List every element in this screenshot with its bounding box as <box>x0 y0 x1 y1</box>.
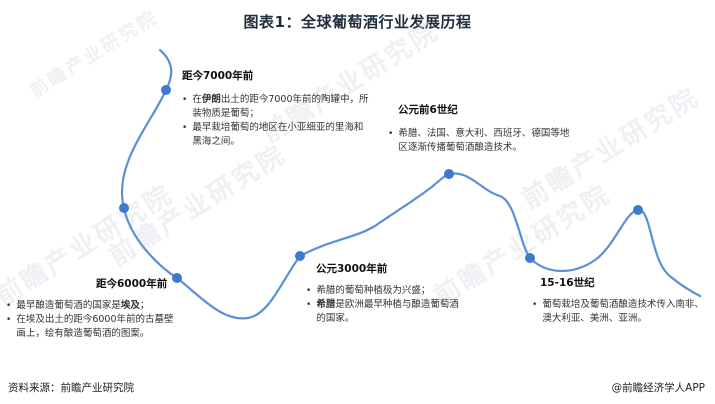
item-text: 葡萄栽培及葡萄酒酿造技术传入南非、澳大利亚、美洲、亚洲。 <box>542 299 704 324</box>
bullet-icon: • <box>388 129 394 139</box>
milestone-label: 15-16世纪 <box>540 277 595 289</box>
item-text: 在埃及出土的距今6000年前的古墓壁画上，绘有酿造葡萄酒的图案。 <box>16 314 174 339</box>
item-text: 希腊、法国、意大利、西班牙、德国等地区逐渐传播葡萄酒酿造技术。 <box>398 128 570 153</box>
timeline-node <box>295 251 305 261</box>
timeline-node <box>172 273 182 283</box>
bullet-icon: • <box>182 95 188 105</box>
milestone-6000-years-ago: 距今6000年前 • 最早酿造葡萄酒的国家是埃及； • 在埃及出土的距今6000… <box>6 277 176 341</box>
milestone-item: • 希腊的葡萄种植极为兴盛； <box>306 284 466 298</box>
item-text: 希腊的葡萄种植极为兴盛； <box>316 285 431 296</box>
milestone-item: • 最早酿造葡萄酒的国家是埃及； <box>6 299 176 313</box>
milestone-item: • 在埃及出土的距今6000年前的古墓壁画上，绘有酿造葡萄酒的图案。 <box>6 313 176 341</box>
milestone-label: 公元3000年前 <box>316 263 388 275</box>
timeline-node <box>161 85 171 95</box>
bullet-icon: • <box>6 301 12 311</box>
milestone-item: • 最早栽培葡萄的地区在小亚细亚的里海和黑海之间。 <box>182 121 370 149</box>
timeline-node <box>633 205 643 215</box>
milestone-item: • 希腊、法国、意大利、西班牙、德国等地区逐渐传播葡萄酒酿造技术。 <box>388 127 578 155</box>
item-text: 最早栽培葡萄的地区在小亚细亚的里海和黑海之间。 <box>192 122 364 147</box>
timeline-curve <box>121 48 702 320</box>
bullet-icon: • <box>6 315 12 325</box>
bullet-icon: • <box>182 123 188 133</box>
brand-credit: @前瞻经济学人APP <box>611 382 705 394</box>
milestone-item: • 在伊朗出土的距今7000年前的陶罐中，所装物质是葡萄； <box>182 93 370 121</box>
milestone-item: • 希腊是欧洲最早种植与酿造葡萄酒的国家。 <box>306 298 466 326</box>
bullet-icon: • <box>306 286 312 296</box>
bullet-icon: • <box>306 300 312 310</box>
milestone-6th-century-bc: 公元前6世纪 • 希腊、法国、意大利、西班牙、德国等地区逐渐传播葡萄酒酿造技术。 <box>388 103 578 155</box>
timeline-node <box>444 169 454 179</box>
milestone-3000-years: 公元3000年前 • 希腊的葡萄种植极为兴盛； • 希腊是欧洲最早种植与酿造葡萄… <box>306 262 466 326</box>
source-note: 资料来源：前瞻产业研究院 <box>8 382 134 394</box>
item-text: 在伊朗出土的距今7000年前的陶罐中，所装物质是葡萄； <box>192 94 369 119</box>
timeline-node <box>525 253 535 263</box>
milestone-label: 距今7000年前 <box>182 70 254 82</box>
milestone-label: 距今6000年前 <box>96 278 168 290</box>
milestone-7000-years-ago: 距今7000年前 • 在伊朗出土的距今7000年前的陶罐中，所装物质是葡萄； •… <box>182 69 370 149</box>
milestone-label: 公元前6世纪 <box>398 104 458 116</box>
milestone-item: • 葡萄栽培及葡萄酒酿造技术传入南非、澳大利亚、美洲、亚洲。 <box>532 298 708 326</box>
bullet-icon: • <box>532 300 538 310</box>
timeline-node <box>119 203 129 213</box>
item-text: 最早酿造葡萄酒的国家是埃及； <box>16 300 150 311</box>
milestone-15-16-century: 15-16世纪 • 葡萄栽培及葡萄酒酿造技术传入南非、澳大利亚、美洲、亚洲。 <box>532 276 708 326</box>
chart-title: 图表1：全球葡萄酒行业发展历程 <box>243 13 472 31</box>
item-text: 希腊是欧洲最早种植与酿造葡萄酒的国家。 <box>316 299 459 324</box>
